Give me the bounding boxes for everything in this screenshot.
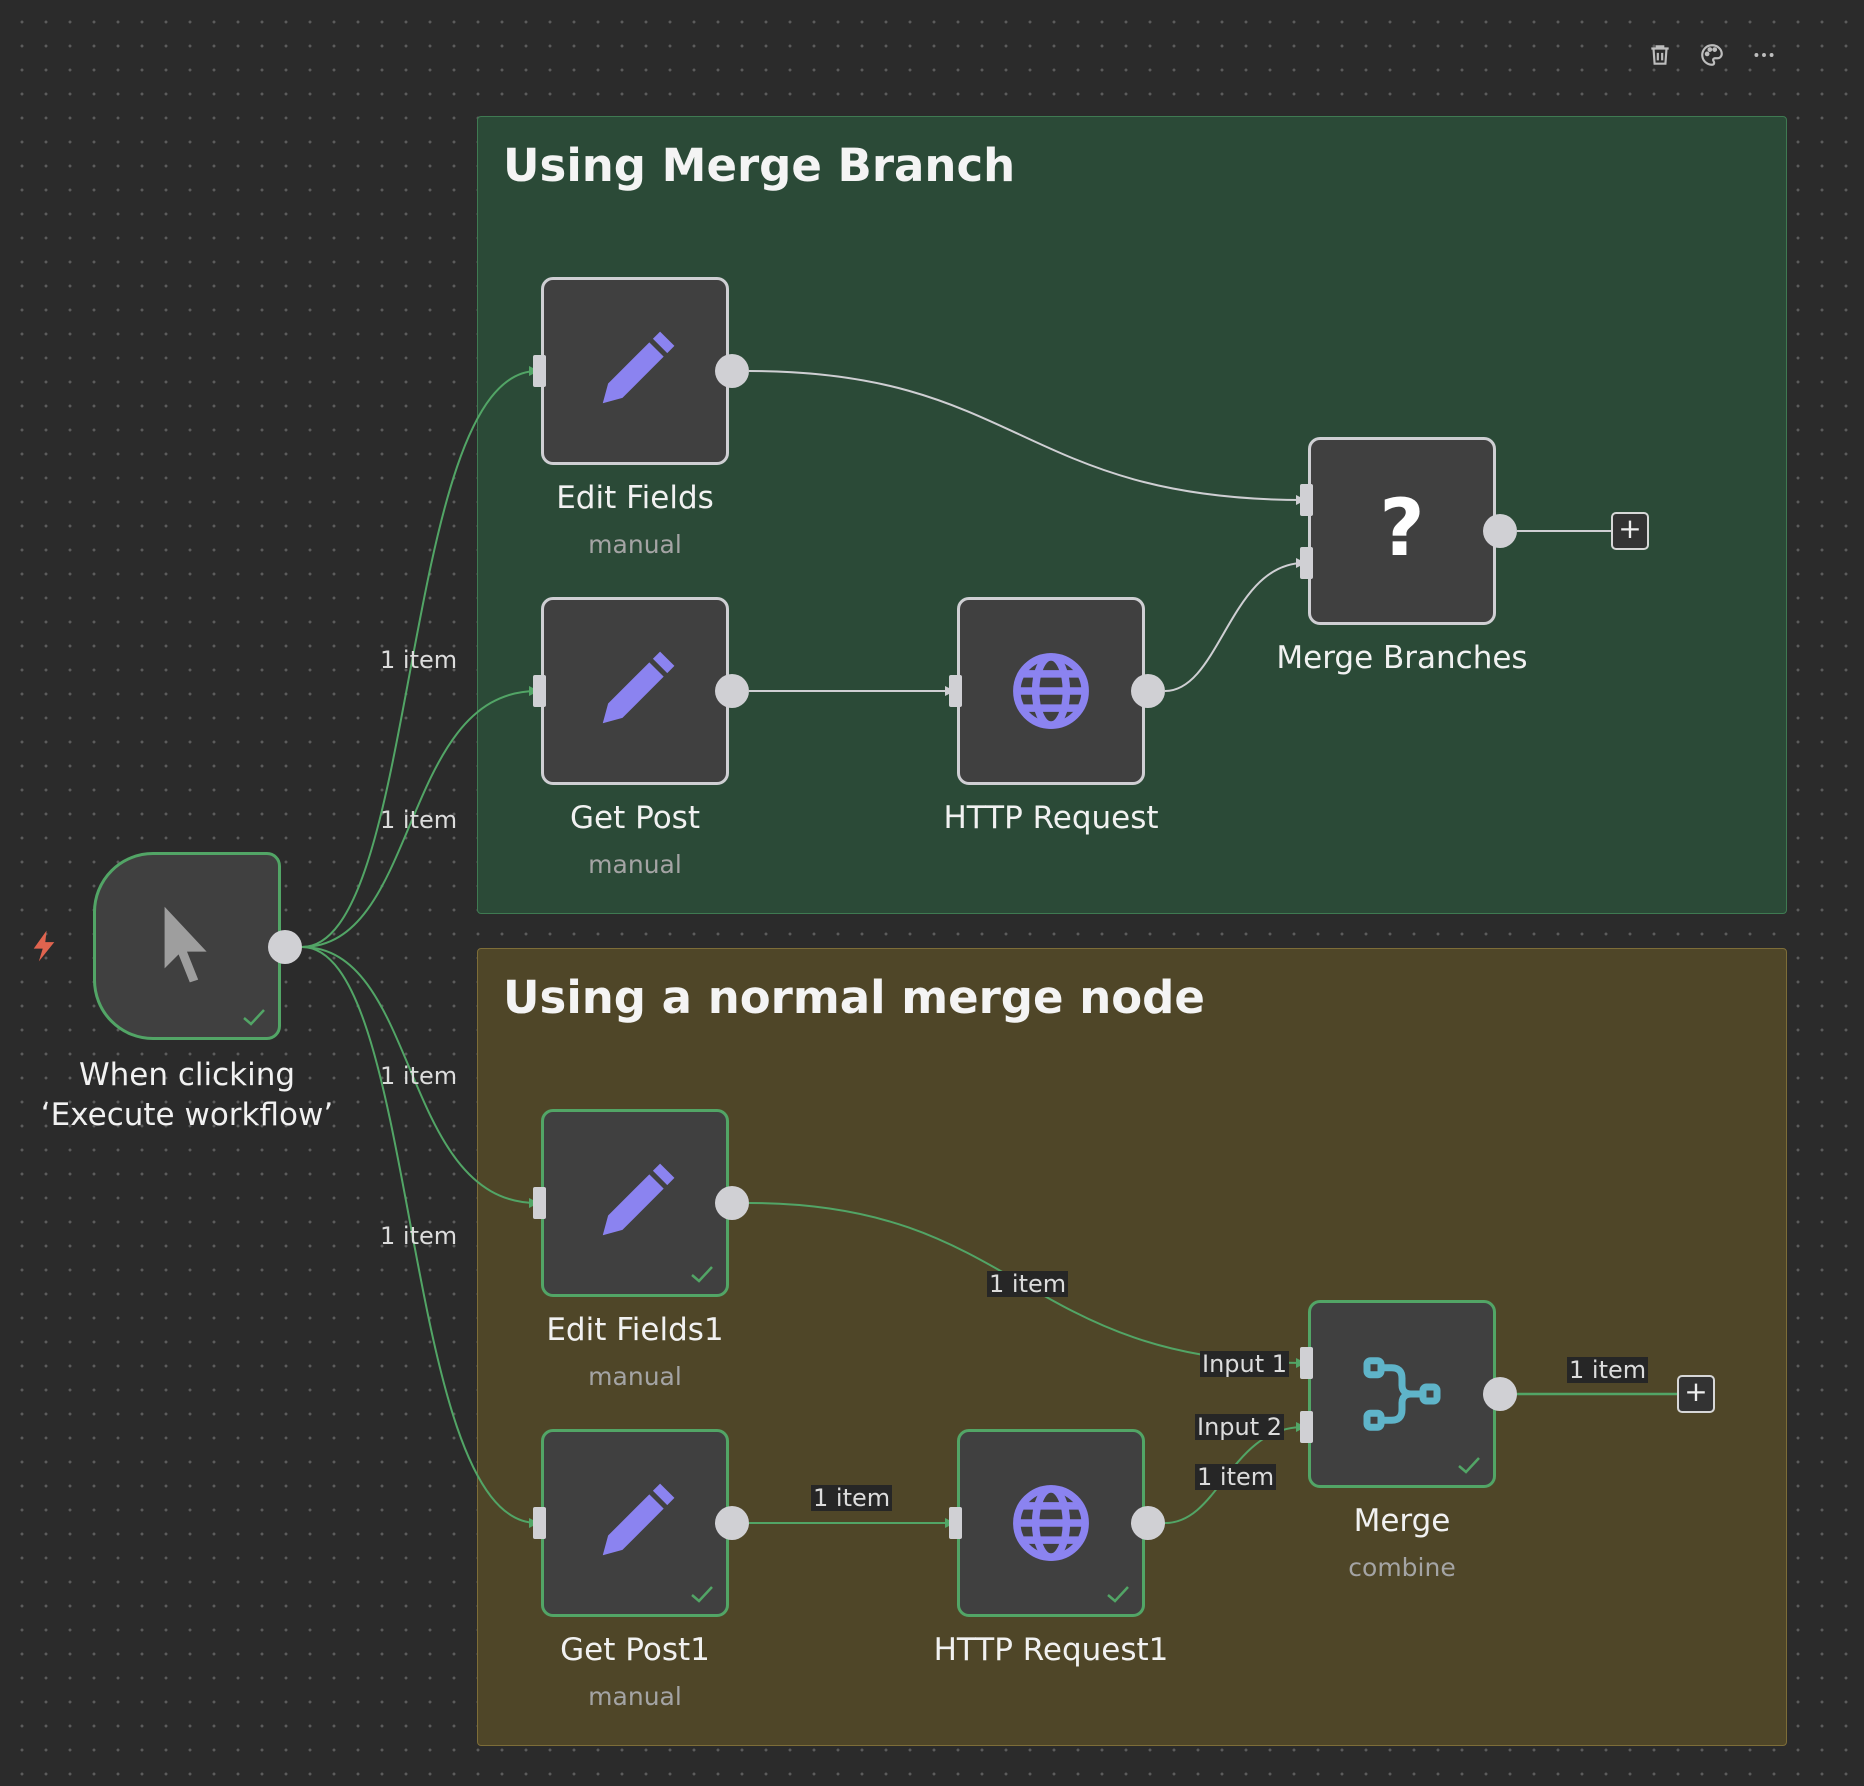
input-handle[interactable]	[1300, 547, 1313, 579]
check-icon	[1457, 1455, 1481, 1475]
globe-icon	[1010, 1482, 1092, 1564]
edge-trigger-get-post[interactable]	[301, 686, 539, 948]
output-handle[interactable]	[1483, 514, 1517, 548]
input-handle[interactable]	[1300, 484, 1313, 516]
node-label: Get Post1	[560, 1632, 710, 1668]
edge-label: 1 item	[1195, 1463, 1277, 1491]
node-label: Edit Fields	[556, 480, 714, 516]
palette-icon[interactable]	[1699, 42, 1725, 68]
pencil-icon	[592, 648, 678, 734]
check-icon	[242, 1007, 266, 1027]
node-subtitle: manual	[588, 1362, 682, 1391]
node-edit-fields1[interactable]	[541, 1109, 729, 1297]
input-handle[interactable]	[949, 675, 962, 707]
node-label: HTTP Request1	[933, 1632, 1169, 1668]
node-label: Merge	[1353, 1503, 1451, 1539]
pencil-icon	[592, 328, 678, 414]
question-icon: ?	[1372, 484, 1432, 574]
edge-trigger-get-post1[interactable]	[301, 946, 539, 1528]
node-get-post[interactable]	[541, 597, 729, 785]
edge-label: 1 item	[380, 1062, 458, 1090]
svg-text:?: ?	[1379, 491, 1424, 571]
edge-label: 1 item	[380, 646, 458, 674]
output-handle[interactable]	[715, 354, 749, 388]
output-handle[interactable]	[715, 674, 749, 708]
check-icon	[690, 1264, 714, 1284]
node-label: HTTP Request	[943, 800, 1159, 836]
sticky-title: Using a normal merge node	[503, 971, 1205, 1024]
edge-label: 1 item	[380, 1222, 458, 1250]
node-subtitle: manual	[588, 850, 682, 879]
edge-edit-fields-merge-branches[interactable]	[748, 370, 1306, 505]
edge-http-merge-branches[interactable]	[1164, 558, 1306, 692]
more-icon[interactable]	[1751, 42, 1777, 68]
input-2-label: Input 2	[1195, 1413, 1285, 1441]
node-label: Merge Branches	[1276, 640, 1528, 676]
node-label: Edit Fields1	[546, 1312, 724, 1348]
output-handle[interactable]	[1131, 1506, 1165, 1540]
node-subtitle: manual	[588, 530, 682, 559]
output-handle[interactable]	[1483, 1377, 1517, 1411]
sticky-toolbar	[1647, 42, 1777, 68]
input-handle[interactable]	[533, 1187, 546, 1219]
node-label: Get Post	[570, 800, 700, 836]
output-handle[interactable]	[715, 1506, 749, 1540]
edge-trigger-edit-fields[interactable]	[301, 366, 539, 948]
pencil-icon	[592, 1480, 678, 1566]
output-handle[interactable]	[1131, 674, 1165, 708]
merge-icon	[1360, 1352, 1444, 1436]
input-handle[interactable]	[533, 1507, 546, 1539]
check-icon	[1106, 1584, 1130, 1604]
trash-icon[interactable]	[1647, 42, 1673, 68]
node-http-request[interactable]	[957, 597, 1145, 785]
node-http-request1[interactable]	[957, 1429, 1145, 1617]
input-handle[interactable]	[533, 355, 546, 387]
output-handle[interactable]	[715, 1186, 749, 1220]
node-edit-fields[interactable]	[541, 277, 729, 465]
add-node-button[interactable]: +	[1611, 512, 1649, 550]
edge-label: 1 item	[1567, 1356, 1649, 1384]
cursor-icon	[159, 904, 215, 988]
input-1-label: Input 1	[1200, 1350, 1290, 1378]
node-merge[interactable]	[1308, 1300, 1496, 1488]
lightning-icon	[28, 928, 60, 964]
pencil-icon	[592, 1160, 678, 1246]
edge-label: 1 item	[380, 806, 458, 834]
node-label: When clicking ‘Execute workflow’	[40, 1057, 334, 1133]
edge-label: 1 item	[987, 1270, 1069, 1298]
globe-icon	[1010, 650, 1092, 732]
input-handle[interactable]	[949, 1507, 962, 1539]
edge-trigger-edit-fields1[interactable]	[301, 946, 539, 1208]
input-handle[interactable]	[1300, 1411, 1313, 1443]
edge-label: 1 item	[811, 1484, 893, 1512]
node-trigger[interactable]	[93, 852, 281, 1040]
add-node-button[interactable]: +	[1677, 1375, 1715, 1413]
node-subtitle: manual	[588, 1682, 682, 1711]
node-merge-branches[interactable]: ?	[1308, 437, 1496, 625]
node-subtitle: combine	[1348, 1553, 1456, 1582]
output-handle[interactable]	[268, 930, 302, 964]
sticky-title: Using Merge Branch	[503, 139, 1016, 192]
check-icon	[690, 1584, 714, 1604]
node-get-post1[interactable]	[541, 1429, 729, 1617]
input-handle[interactable]	[1300, 1347, 1313, 1379]
input-handle[interactable]	[533, 675, 546, 707]
